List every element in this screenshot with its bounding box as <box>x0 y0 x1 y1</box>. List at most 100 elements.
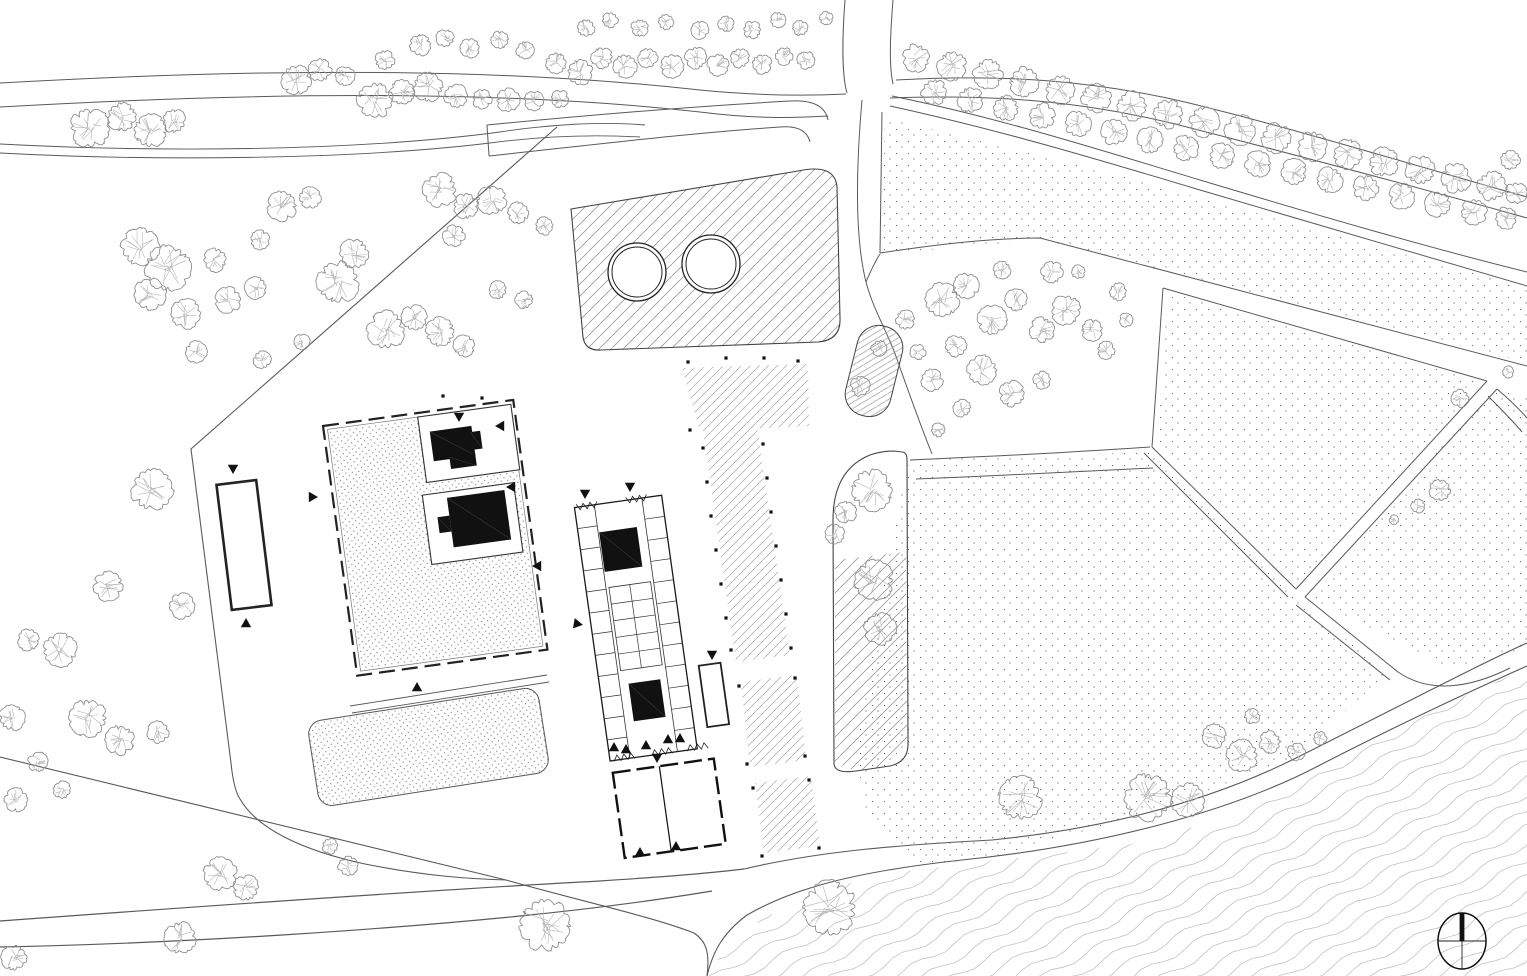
tree <box>774 47 794 66</box>
water-wave-line <box>1041 714 1527 976</box>
tree <box>408 34 431 57</box>
tree <box>1388 514 1400 525</box>
bollard-dot <box>784 612 788 616</box>
tank-parcel <box>570 168 841 351</box>
tree <box>1428 478 1452 501</box>
bollard-dot <box>737 684 741 688</box>
tree <box>1071 264 1086 279</box>
road-entry-branch <box>865 253 881 283</box>
road-branch-right-2 <box>1487 395 1523 433</box>
stall-divider <box>598 673 619 677</box>
tree <box>163 921 197 954</box>
tree <box>452 334 476 358</box>
tree <box>1201 723 1227 749</box>
hall-divider <box>658 766 672 852</box>
stall-divider <box>650 558 671 562</box>
tree <box>441 224 466 248</box>
tree <box>1244 707 1261 725</box>
tree <box>853 558 894 601</box>
tree <box>321 837 338 855</box>
stall-divider <box>647 537 668 541</box>
bollard-dot <box>817 846 821 850</box>
road-quad-down-path-1 <box>1304 596 1511 687</box>
tree <box>162 109 186 133</box>
entrance-triangle <box>506 481 516 493</box>
road-north-path-lower <box>0 135 641 159</box>
entrance-triangle <box>670 841 682 851</box>
tree <box>1333 138 1363 171</box>
tree <box>388 78 416 105</box>
tree <box>992 94 1019 121</box>
road-entry-down-curve <box>856 99 933 455</box>
tree <box>334 66 356 87</box>
tree <box>870 340 888 357</box>
west-building-rect <box>215 478 273 612</box>
fields <box>856 118 1527 866</box>
bollard-dot <box>779 578 783 582</box>
tree <box>1004 288 1028 312</box>
stall-divider <box>592 631 613 635</box>
tree <box>1170 782 1206 818</box>
parking <box>832 450 909 773</box>
water-wave-line <box>1371 889 1527 976</box>
road-ne-road-upper <box>891 95 1527 273</box>
tree <box>307 58 333 82</box>
walkway-t-leg <box>703 426 790 662</box>
tree <box>1100 118 1128 146</box>
road-south-road-lower <box>0 890 713 948</box>
tree <box>612 54 638 79</box>
tree <box>107 101 137 132</box>
tree <box>355 82 394 118</box>
entrance-triangle <box>240 618 252 628</box>
water-wave-line <box>1188 791 1527 976</box>
tree <box>337 855 359 877</box>
tree <box>1450 388 1470 408</box>
tree <box>1028 102 1056 129</box>
tree <box>1028 316 1055 343</box>
tree <box>729 48 750 69</box>
tree <box>630 19 649 37</box>
arena-fence <box>349 674 548 707</box>
tree <box>374 50 396 70</box>
tree <box>515 41 535 60</box>
road-north-road-lower <box>0 95 829 118</box>
tree <box>92 570 124 602</box>
road-corridor-cap <box>486 124 490 157</box>
tree <box>1460 199 1488 226</box>
road-field-left-edge <box>879 111 883 254</box>
tree <box>1119 312 1134 328</box>
tree <box>930 422 946 438</box>
tree <box>1316 166 1344 193</box>
tree <box>535 216 554 236</box>
compound-wall <box>321 398 549 677</box>
door-zigzag <box>575 501 598 511</box>
arena <box>308 674 550 806</box>
water-wave-line <box>1279 842 1527 976</box>
tree <box>400 304 428 331</box>
water-wave-line <box>978 675 1527 976</box>
walkway-band-2 <box>741 675 806 767</box>
road-quad-top-edge <box>1162 287 1488 382</box>
tank-outer <box>681 234 741 294</box>
road-north-road-upper <box>0 71 847 96</box>
roof-diagonal <box>437 517 452 532</box>
tree <box>863 612 898 646</box>
arena-fence <box>351 681 550 714</box>
compound <box>321 398 549 677</box>
field-field-northeast <box>882 118 1527 362</box>
tree <box>280 64 312 96</box>
entrance-triangle <box>674 733 686 743</box>
tree <box>998 379 1025 408</box>
tree <box>1369 146 1399 177</box>
bollard-dot <box>709 514 713 518</box>
stall-divider <box>577 525 598 529</box>
stall-divider <box>586 588 607 593</box>
entrance-triangle <box>572 618 583 629</box>
road-quad-left-edge <box>1151 287 1164 448</box>
tree <box>1108 282 1127 302</box>
tree <box>1280 157 1307 185</box>
road-field-bottom-line <box>879 237 1527 367</box>
stall-divider <box>607 736 627 741</box>
tree <box>518 898 572 952</box>
bollard-dot <box>807 778 811 782</box>
